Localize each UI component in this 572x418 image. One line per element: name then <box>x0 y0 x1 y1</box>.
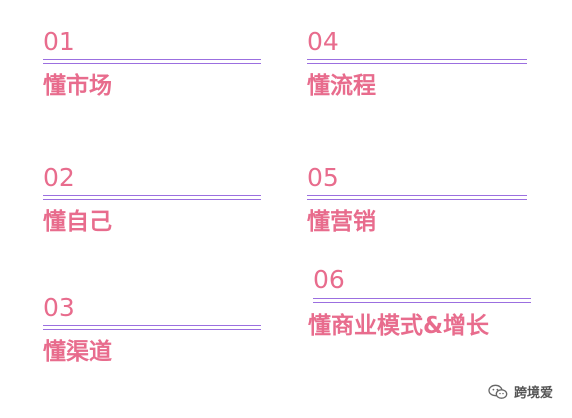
divider-top <box>43 195 261 196</box>
item-number: 03 <box>43 293 75 322</box>
item-title: 懂商业模式&增长 <box>308 313 490 339</box>
divider-top <box>43 59 261 60</box>
divider-bottom <box>307 63 527 64</box>
divider-bottom <box>43 63 261 64</box>
divider-top <box>307 59 527 60</box>
item-title: 懂流程 <box>307 73 376 99</box>
watermark-label: 跨境爱 <box>514 386 554 401</box>
item-number: 06 <box>313 265 345 294</box>
wechat-icon <box>488 384 508 399</box>
item-number: 02 <box>43 163 75 192</box>
item-title: 懂渠道 <box>43 339 112 365</box>
watermark: 跨境爱 <box>488 382 553 401</box>
divider-bottom <box>307 199 527 200</box>
item-title: 懂自己 <box>43 209 112 235</box>
divider-top <box>307 195 527 196</box>
item-number: 01 <box>43 27 75 56</box>
divider-top <box>43 325 261 326</box>
item-number: 04 <box>307 27 339 56</box>
item-title: 懂营销 <box>307 209 376 235</box>
divider-bottom <box>43 329 261 330</box>
item-title: 懂市场 <box>43 73 112 99</box>
item-number: 05 <box>307 163 339 192</box>
divider-top <box>313 298 531 299</box>
divider-bottom <box>313 302 531 303</box>
divider-bottom <box>43 199 261 200</box>
